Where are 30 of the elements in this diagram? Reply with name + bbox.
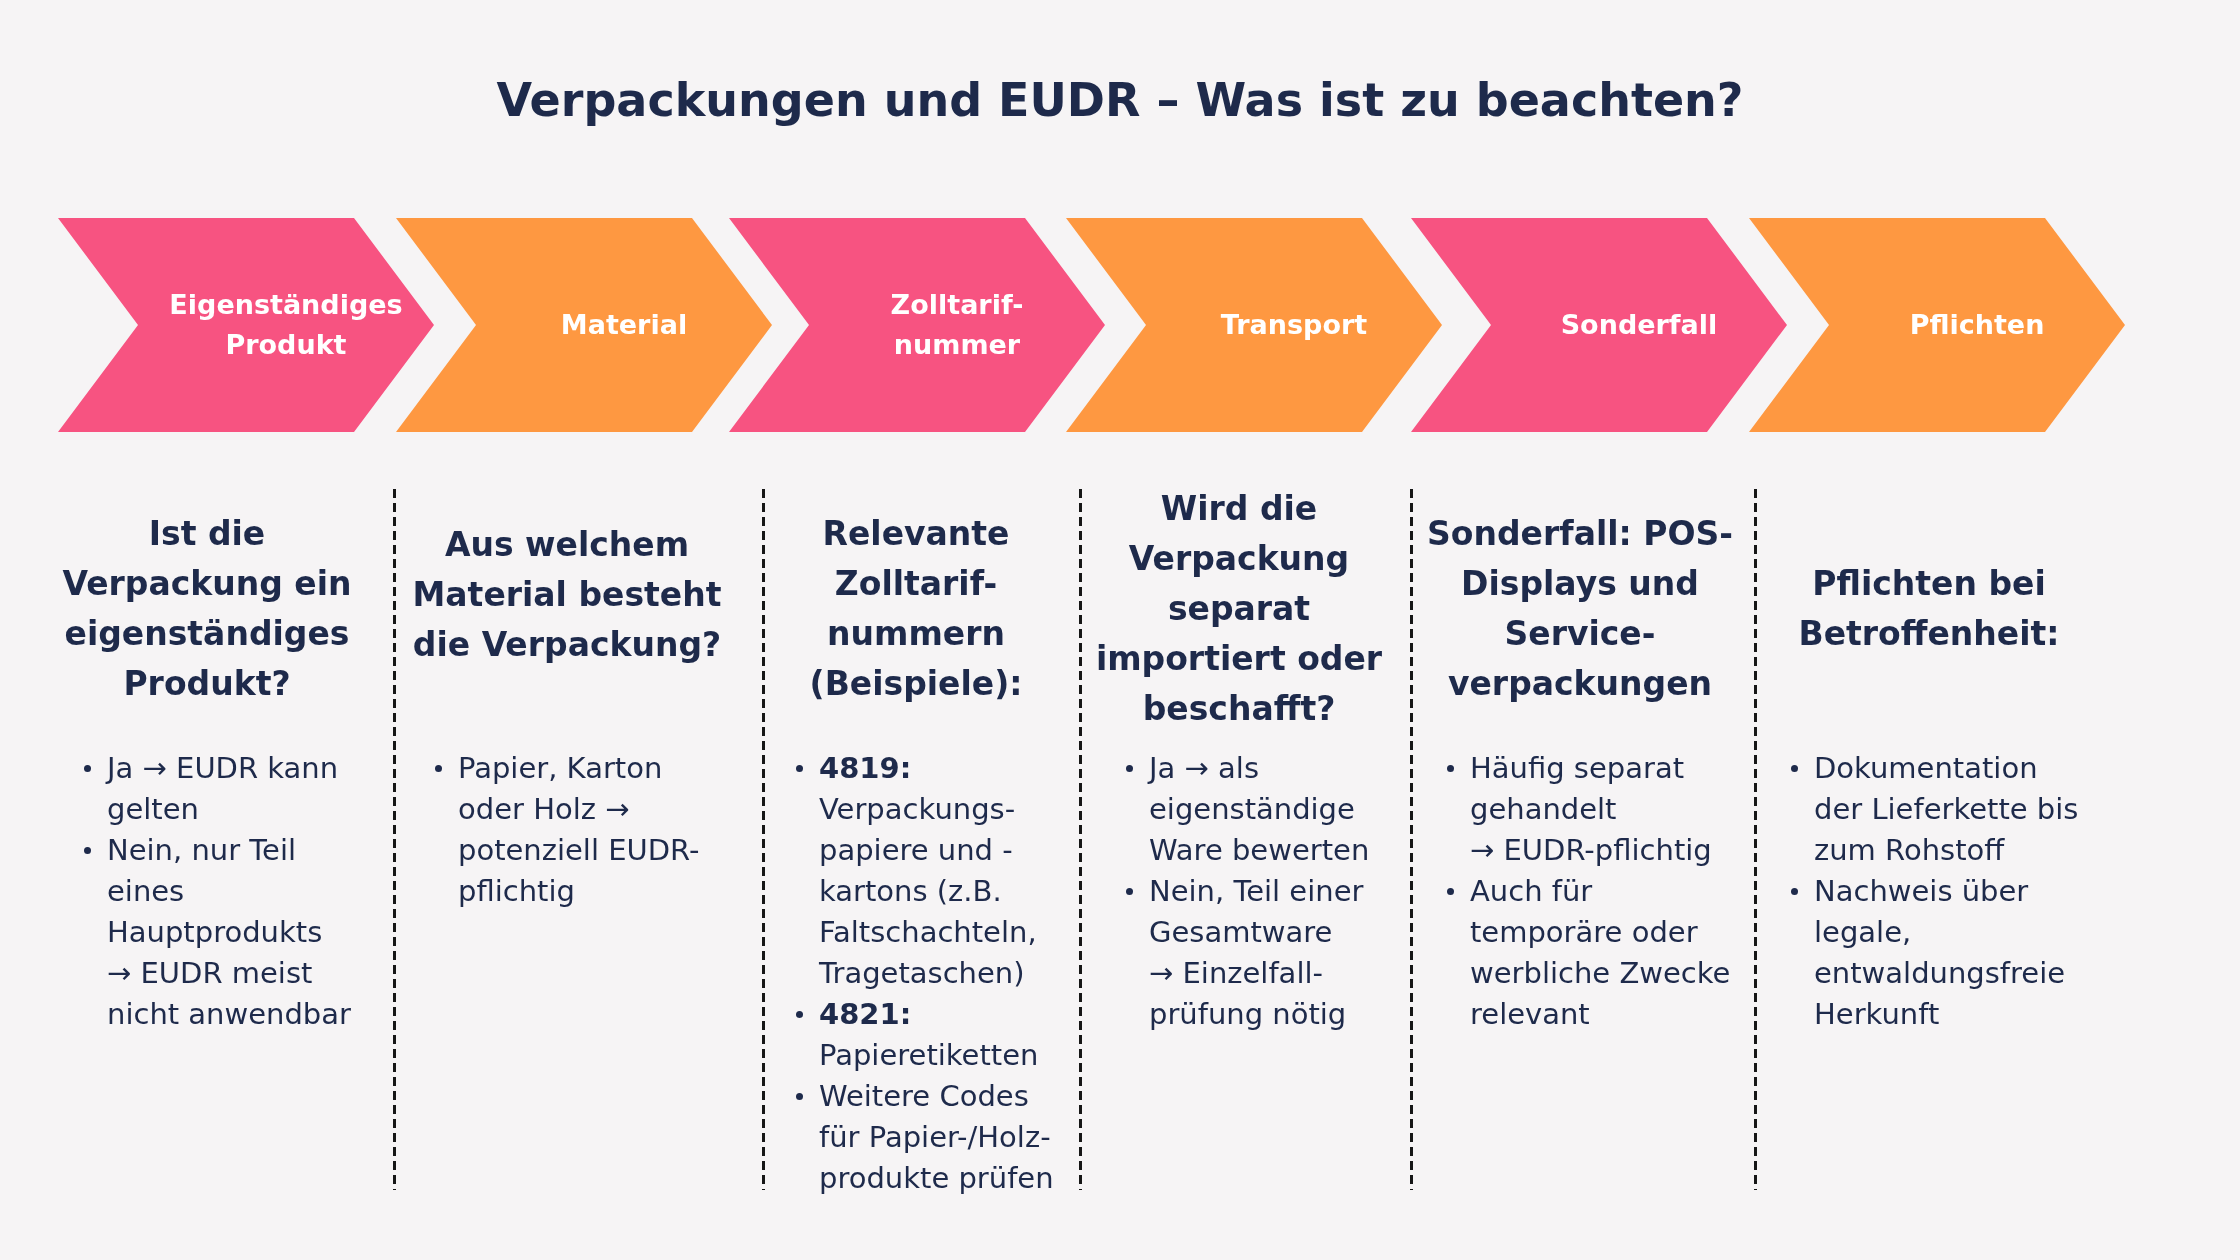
bullet-text: Ja → als eigenständige Ware bewerten — [1149, 750, 1371, 869]
step-label: Pflichten — [1909, 308, 2045, 342]
title: Verpackungen und EUDR – Was ist zu beachten? — [496, 72, 1744, 129]
column-heading: Wird die Verpackung separat importiert oder beschafft? — [1094, 488, 1384, 730]
bullet-text: Auch für temporäre oder werbliche Zwecke relevant — [1470, 873, 1732, 1033]
process-step — [1411, 218, 1787, 432]
step-label: Sonderfall — [1560, 308, 1718, 342]
bullet-text: Häufig separat gehandelt → EUDR-pflichtig — [1470, 750, 1713, 869]
column-heading: Pflichten bei Betroffenheit: — [1797, 563, 2061, 655]
bullet-text: Weitere Codes für Papier-/Holz-produkte prüfen — [819, 1078, 1055, 1197]
process-step — [58, 218, 434, 432]
step-label: Material — [560, 308, 688, 342]
bullet-text: Nein, nur Teil eines Hauptprodukts → EUDR meist nicht anwendbar — [107, 832, 352, 1033]
bullet-text: Nein, Teil einer Gesamtware → Einzelfall-prüfung nötig — [1149, 873, 1365, 1033]
step-label: Eigenständiges Produkt — [168, 288, 404, 362]
step-label: Zolltarif-nummer — [889, 288, 1025, 362]
column-heading: Ist die Verpackung ein eigenständiges Produkt? — [61, 513, 353, 705]
bullet-text: Dokumentation der Lieferkette bis zum Rohstoff — [1814, 750, 2080, 869]
step-label: Transport — [1220, 308, 1368, 342]
column-heading: Sonderfall: POS-Displays und Service-verpackungen — [1426, 513, 1734, 705]
column-heading: Aus welchem Material besteht die Verpackung? — [411, 524, 723, 666]
bullet-text: Papier, Karton oder Holz → potenziell EUDR-pflichtig — [458, 750, 701, 910]
bullet-text: 4819: Verpackungs-papiere und -kartons (z.B. Faltschachteln, Tragetaschen) — [819, 750, 1038, 992]
process-step — [1066, 218, 1442, 432]
process-step — [729, 218, 1105, 432]
column-heading: Relevante Zolltarif-nummern (Beispiele): — [808, 513, 1024, 705]
process-step — [1749, 218, 2125, 432]
bullet-text: Ja → EUDR kann gelten — [107, 750, 340, 828]
bullet-text: Nachweis über legale, entwaldungsfreie Herkunft — [1814, 873, 2067, 1033]
bullet-text: 4821: Papieretiketten — [819, 996, 1040, 1074]
